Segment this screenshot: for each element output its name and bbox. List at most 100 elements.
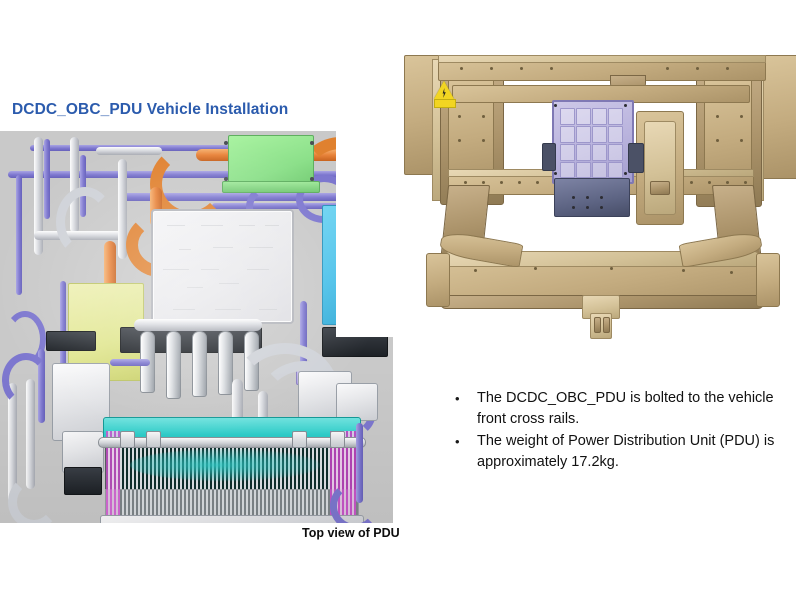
bumper-bracket-slot	[594, 317, 601, 333]
pdu-top-view-image	[0, 131, 393, 523]
pdu-left-connector	[542, 143, 556, 171]
rivet	[490, 67, 493, 70]
silver-bracket	[336, 383, 378, 421]
pdu-housing-cover	[552, 100, 634, 184]
pdu-housing-base	[554, 178, 630, 217]
purple-hose	[120, 193, 340, 201]
silver-tube	[192, 331, 207, 397]
rivet	[550, 67, 553, 70]
rivet	[716, 115, 719, 118]
rivet	[726, 67, 729, 70]
silver-bracket	[52, 363, 110, 441]
rivet	[458, 139, 461, 142]
pdu-bolt	[600, 206, 603, 209]
rivet	[682, 269, 685, 272]
pdu-mount-bolt	[624, 172, 627, 175]
purple-hose-bend	[330, 481, 380, 523]
hose-clamp	[120, 431, 135, 448]
green-module-flange	[222, 181, 320, 193]
rivet	[740, 115, 743, 118]
purple-hose	[356, 423, 363, 503]
pdu-right-connector	[628, 143, 644, 173]
rivet	[518, 181, 521, 184]
rivet	[458, 115, 461, 118]
rivet	[708, 181, 711, 184]
pdu-unit-top-panel	[151, 209, 294, 324]
purple-hose	[110, 359, 150, 366]
silver-pipe-bend	[56, 187, 114, 257]
purple-hose	[60, 281, 66, 373]
radiator-cross-bar	[98, 437, 366, 448]
silver-pipe	[8, 383, 17, 503]
pdu-mount-bolt	[554, 104, 557, 107]
rivet	[482, 115, 485, 118]
pdu-unit	[552, 100, 634, 217]
center-bracket-detail	[650, 181, 670, 195]
rivet	[474, 269, 477, 272]
silver-pipe	[26, 379, 35, 489]
bolt	[310, 141, 314, 145]
bolt	[310, 177, 314, 181]
silver-tube	[218, 331, 233, 395]
page-title: DCDC_OBC_PDU Vehicle Installation	[12, 101, 289, 118]
dark-bracket	[46, 331, 96, 351]
rivet	[482, 181, 485, 184]
magenta-condenser	[106, 431, 120, 519]
hose-clamp	[292, 431, 307, 448]
rivet	[716, 139, 719, 142]
purple-hose	[16, 175, 22, 295]
silver-pipe	[70, 137, 79, 233]
lightning-bolt-icon	[442, 88, 446, 98]
rivet	[666, 67, 669, 70]
pdu-bolt	[572, 196, 575, 199]
rivet	[520, 67, 523, 70]
silver-pipe	[118, 159, 127, 259]
dark-bracket	[64, 467, 102, 495]
bullet-list: • The DCDC_OBC_PDU is bolted to the vehi…	[455, 388, 775, 474]
rivet	[500, 181, 503, 184]
rivet	[460, 67, 463, 70]
list-item-text: The DCDC_OBC_PDU is bolted to the vehicl…	[477, 390, 774, 427]
bumper-center-bracket	[582, 295, 620, 319]
rivet	[690, 181, 693, 184]
pdu-bolt	[600, 196, 603, 199]
silver-pipe	[232, 379, 243, 423]
radiator-teal-highlight	[130, 449, 320, 481]
silver-tube	[166, 331, 181, 399]
pdu-bolt	[586, 196, 589, 199]
bumper-beam-right-end	[756, 253, 780, 307]
purple-hose	[44, 139, 50, 219]
rivet	[744, 181, 747, 184]
pdu-bolt	[586, 206, 589, 209]
rivet	[536, 181, 539, 184]
bolt	[224, 141, 228, 145]
bullet-marker: •	[455, 391, 460, 406]
list-item-text: The weight of Power Distribution Unit (P…	[477, 433, 775, 470]
list-item: • The weight of Power Distribution Unit …	[455, 431, 775, 473]
silver-pipe	[134, 319, 262, 331]
pdu-mount-bolt	[624, 104, 627, 107]
rivet	[534, 267, 537, 270]
rivet	[482, 139, 485, 142]
silver-bracket	[62, 431, 104, 473]
upper-cowl-top-flange	[438, 55, 766, 63]
rivet	[464, 181, 467, 184]
pdu-bolt	[572, 206, 575, 209]
list-item: • The DCDC_OBC_PDU is bolted to the vehi…	[455, 388, 775, 430]
bullet-marker: •	[455, 434, 460, 449]
center-support-bracket-face	[644, 121, 676, 215]
purple-hose-bend	[4, 311, 46, 367]
rivet	[610, 267, 613, 270]
rivet	[726, 181, 729, 184]
rivet	[730, 271, 733, 274]
hose-clamp	[146, 431, 161, 448]
left-figure-caption: Top view of PDU	[302, 526, 400, 540]
vehicle-front-structure-image	[404, 55, 796, 370]
bumper-beam-left-end	[426, 253, 450, 307]
rivet	[740, 139, 743, 142]
pdu-mount-bolt	[554, 172, 557, 175]
radiator-frame	[100, 515, 364, 523]
silver-pipe-bend	[8, 475, 60, 523]
purple-hose	[80, 155, 86, 217]
hose-clamp	[330, 431, 345, 448]
